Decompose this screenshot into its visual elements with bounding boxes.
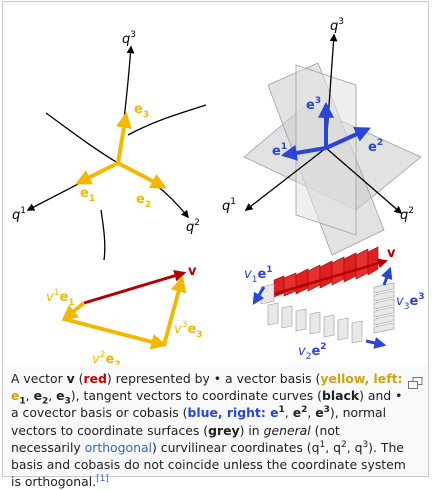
q1-label-tr: q1 — [222, 197, 236, 214]
v1e1-arrow — [61, 301, 86, 321]
q2-axis-tr — [325, 147, 403, 215]
e1-label-yellow: e1 — [80, 186, 95, 204]
v2e2-blue-arrow — [365, 337, 387, 349]
q3-label-tr: q3 — [330, 17, 344, 34]
q3-label-tl: q3 — [122, 30, 136, 47]
e2-label-blue: e2 — [368, 138, 383, 155]
e3-arrow — [116, 111, 132, 164]
q2-curve — [117, 162, 189, 219]
e1-arrow — [75, 161, 119, 185]
v2e2-arrow — [63, 317, 168, 350]
v2e2-blue-label: v2e2 — [298, 342, 327, 362]
caption-grey: grey — [208, 422, 240, 438]
grey-plates-lower — [267, 302, 363, 344]
q2-label-tr: q2 — [400, 206, 414, 223]
e3-label-blue: e3 — [306, 96, 321, 113]
extra-curve-upper — [127, 104, 207, 136]
enlarge-icon[interactable] — [408, 374, 423, 389]
bottom-left-panel: v v1e1 v2e2 v3e3 — [46, 264, 203, 365]
e2-arrow — [117, 161, 167, 189]
v3e3-arrow — [162, 275, 187, 346]
e2-label-yellow: e2 — [136, 192, 151, 210]
curvilinear-diagram: q1 q2 q3 e1 e2 e3 q1 q2 q3 — [12, 17, 425, 365]
v-label-left: v — [188, 264, 197, 279]
figure-caption: A vector v (red) represented by • a vect… — [11, 371, 406, 490]
v1e1-blue-arrow — [252, 286, 266, 306]
v3e3-blue-arrow — [381, 266, 393, 286]
q2-label-tl: q2 — [186, 218, 200, 235]
caption-black: black — [322, 388, 360, 404]
v3e3-blue-label: v3e3 — [396, 292, 425, 312]
v1e1-blue-label: v1e1 — [244, 265, 273, 285]
caption-yellow-left: yellow, left: e — [11, 371, 403, 404]
v-label-right: v — [387, 246, 396, 261]
v-vector-right — [263, 258, 388, 299]
e1-label-blue: e1 — [272, 142, 287, 159]
v2e2-label: v2e2 — [92, 350, 121, 365]
top-right-panel: q1 q2 q3 e1 e2 e3 — [222, 17, 422, 256]
v1e1-label: v1e1 — [46, 288, 75, 308]
grey-plates-right — [373, 282, 395, 334]
caption-general: general — [263, 422, 311, 438]
orthogonal-link[interactable]: orthogonal — [84, 439, 152, 455]
top-left-panel: q1 q2 q3 e1 e2 e3 — [12, 30, 207, 261]
q1-label-tl: q1 — [12, 206, 26, 223]
e1-arrow-blue — [280, 145, 327, 161]
extra-curve-left — [45, 112, 119, 164]
q1-axis-tr — [244, 147, 327, 211]
extra-curve-lower — [100, 209, 106, 261]
figure-image[interactable]: q1 q2 q3 e1 e2 e3 q1 q2 q3 — [6, 5, 427, 365]
caption-red: red — [83, 371, 107, 386]
caption-blue-right: blue, right: e — [187, 405, 279, 421]
reference-link[interactable]: [1] — [96, 474, 109, 485]
e2-arrow-blue — [325, 126, 371, 150]
v3e3-label: v3e3 — [174, 320, 203, 340]
v-vector-left — [83, 270, 187, 305]
bottom-right-panel: v v1e1 v2e2 v3e3 — [244, 246, 425, 362]
caption-v: v — [66, 371, 75, 386]
e3-label-yellow: e3 — [134, 102, 149, 120]
